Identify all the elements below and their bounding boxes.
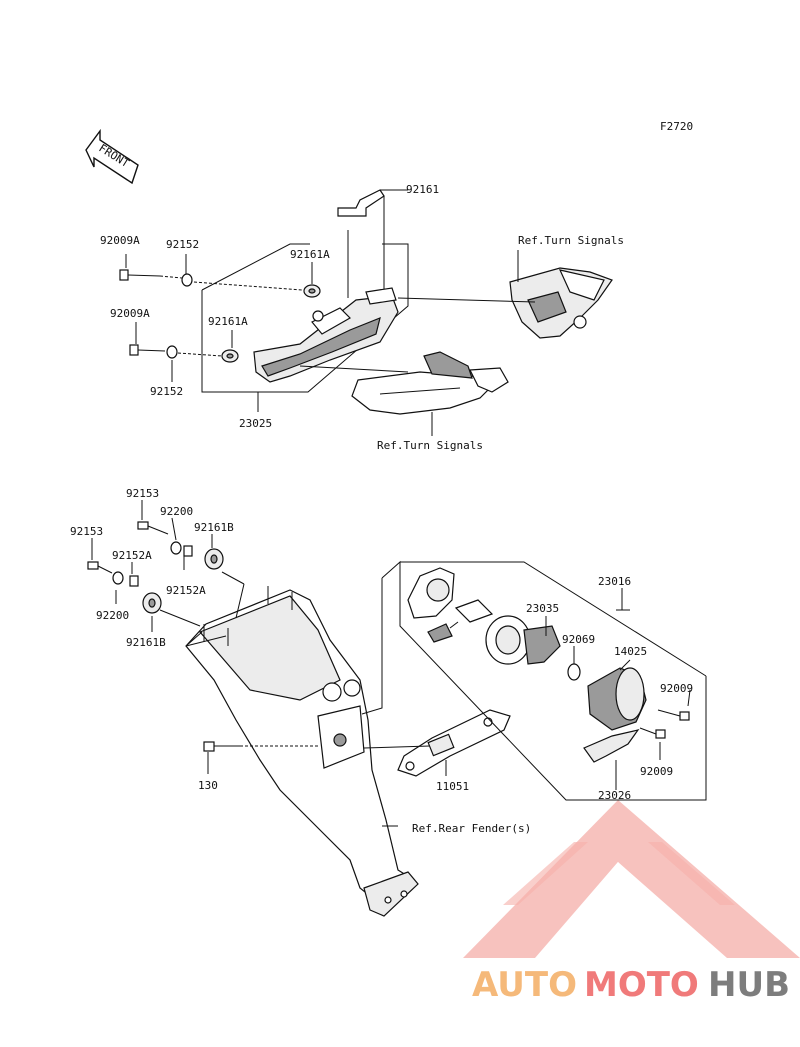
label-92161b-1: 92161B [194, 521, 234, 534]
label-92161a-1: 92161A [290, 248, 330, 261]
label-ref-rear-fender: Ref.Rear Fender(s) [412, 822, 531, 835]
watermark-word-auto: AUTO [472, 965, 577, 1005]
bolt-icon [129, 344, 223, 357]
label-23025: 23025 [239, 417, 272, 430]
front-arrow-icon: FRONT [85, 128, 139, 185]
label-92153-2: 92153 [70, 525, 103, 538]
label-92161b-2: 92161B [126, 636, 166, 649]
label-92069: 92069 [562, 633, 595, 646]
label-92152-2: 92152 [150, 385, 183, 398]
tail-lens-cover [583, 729, 640, 763]
label-92152a-2: 92152A [166, 584, 206, 597]
bolt-icon [657, 709, 690, 721]
label-130: 130 [198, 779, 218, 792]
label-92152-1: 92152 [166, 238, 199, 251]
label-92161a-2: 92161A [208, 315, 248, 328]
watermark-word-hub: HUB [708, 965, 790, 1005]
bulb-icon [567, 663, 581, 681]
turn-signal-right [509, 267, 613, 339]
label-92200-2: 92200 [96, 609, 129, 622]
label-92152a-1: 92152A [112, 549, 152, 562]
label-ref-turn-signals-top: Ref.Turn Signals [518, 234, 624, 247]
lower-assembly [87, 500, 707, 917]
watermark-logo [463, 800, 800, 958]
bolt-icon [119, 269, 183, 281]
label-11051: 11051 [436, 780, 469, 793]
bolt-icon [203, 741, 318, 752]
turn-signal-left [351, 351, 509, 415]
label-92153-1: 92153 [126, 487, 159, 500]
tail-light-socket [485, 615, 561, 665]
upper-assembly [119, 189, 613, 436]
tail-lens [587, 667, 647, 731]
label-23016: 23016 [598, 575, 631, 588]
label-ref-turn-signals-bottom: Ref.Turn Signals [377, 439, 483, 452]
label-92161: 92161 [406, 183, 439, 196]
rear-fender [185, 586, 419, 917]
figure-code: F2720 [660, 120, 693, 133]
label-92009a-1: 92009A [100, 234, 140, 247]
label-14025: 14025 [614, 645, 647, 658]
bolt-icon [87, 561, 113, 574]
watermark-word-moto: MOTO [584, 965, 699, 1005]
label-92009-1: 92009 [660, 682, 693, 695]
tail-light-base [407, 567, 494, 643]
label-92009-2: 92009 [640, 765, 673, 778]
label-92009a-2: 92009A [110, 307, 150, 320]
bolt-icon [137, 521, 169, 535]
license-bracket [397, 709, 511, 777]
bolt-icon [639, 727, 666, 739]
label-92200-1: 92200 [160, 505, 193, 518]
label-23026: 23026 [598, 789, 631, 802]
label-23035: 23035 [526, 602, 559, 615]
